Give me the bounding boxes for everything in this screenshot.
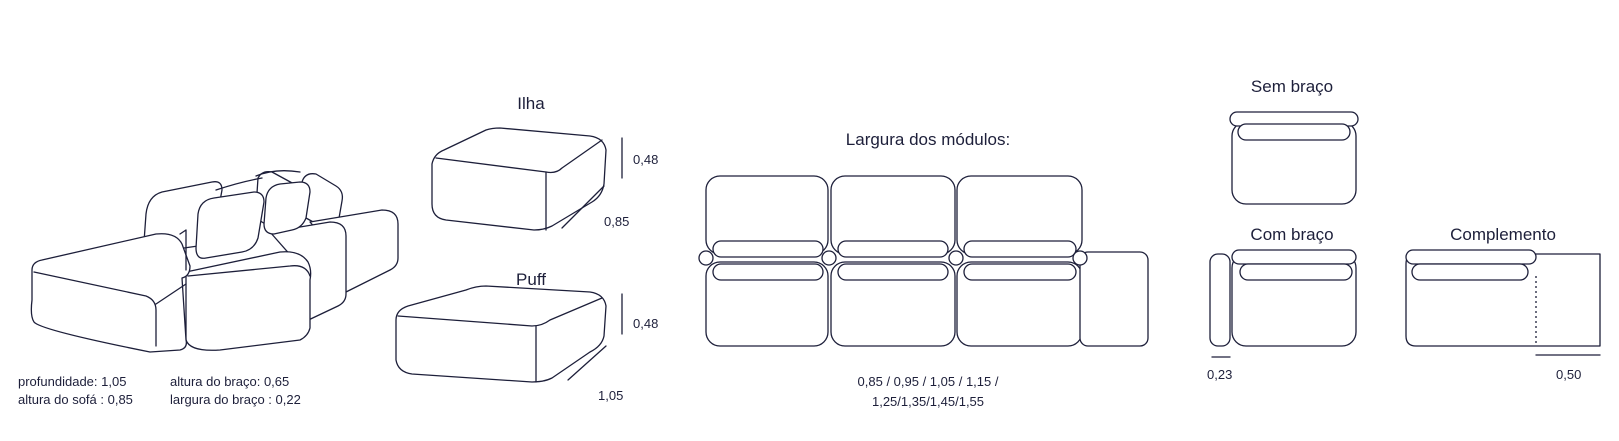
com-braco-drawing bbox=[1209, 249, 1357, 358]
module-chaise-end bbox=[1079, 251, 1149, 347]
module-seat-1 bbox=[705, 261, 829, 347]
ilha-depth-dim: 0,85 bbox=[604, 214, 630, 229]
com-braco-arm-dim: 0,23 bbox=[1207, 367, 1233, 382]
module-bolster-1a bbox=[712, 240, 824, 258]
module-bolster-3b bbox=[963, 263, 1077, 281]
com-braco-arm bbox=[1209, 253, 1231, 347]
puff-title: Puff bbox=[516, 270, 546, 289]
modules-widths-line1: 0,85 / 0,95 / 1,05 / 1,15 / bbox=[857, 374, 999, 389]
complemento-width-dim: 0,50 bbox=[1556, 367, 1582, 382]
com-braco-back bbox=[1231, 249, 1357, 265]
spec-arm-width: largura do braço : 0,22 bbox=[170, 392, 301, 407]
ilha-title: Ilha bbox=[517, 94, 545, 113]
complemento-bolster bbox=[1411, 263, 1529, 281]
module-bolster-2a bbox=[837, 240, 949, 258]
spec-arm-height: altura do braço: 0,65 bbox=[170, 374, 290, 389]
spec-depth: profundidade: 1,05 bbox=[18, 374, 127, 389]
module-bolster-3a bbox=[963, 240, 1077, 258]
modules-title: Largura dos módulos: bbox=[845, 130, 1011, 149]
sofa-isometric-drawing bbox=[30, 170, 399, 353]
module-bolster-2b bbox=[837, 263, 949, 281]
sofa-seat-front bbox=[185, 251, 312, 351]
puff-body bbox=[395, 285, 607, 383]
com-braco-bolster bbox=[1239, 263, 1353, 281]
complemento-title: Complemento bbox=[1450, 225, 1556, 244]
puff-height-dim: 0,48 bbox=[633, 316, 659, 331]
module-seat-2 bbox=[830, 261, 956, 347]
sem-braco-bolster bbox=[1237, 123, 1351, 141]
sofa-back-cushion-front-2 bbox=[263, 181, 311, 235]
complemento-back bbox=[1405, 249, 1537, 265]
ilha-drawing bbox=[431, 127, 623, 231]
complemento-drawing bbox=[1405, 249, 1601, 356]
sem-braco-drawing bbox=[1229, 111, 1359, 205]
sofa-back-cushion-front-1 bbox=[195, 191, 265, 259]
ilha-body bbox=[431, 127, 607, 231]
sem-braco-title: Sem braço bbox=[1250, 77, 1334, 96]
puff-drawing bbox=[395, 285, 623, 383]
puff-depth-dim: 1,05 bbox=[598, 388, 624, 403]
modules-drawing bbox=[698, 175, 1149, 347]
ilha-height-dim: 0,48 bbox=[633, 152, 659, 167]
module-bolster-1b bbox=[712, 263, 824, 281]
com-braco-title: Com braço bbox=[1250, 225, 1334, 244]
spec-sofa-height: altura do sofá : 0,85 bbox=[18, 392, 133, 407]
sofa-chaise bbox=[30, 233, 191, 353]
modules-widths-line2: 1,25/1,35/1,45/1,55 bbox=[871, 394, 985, 409]
